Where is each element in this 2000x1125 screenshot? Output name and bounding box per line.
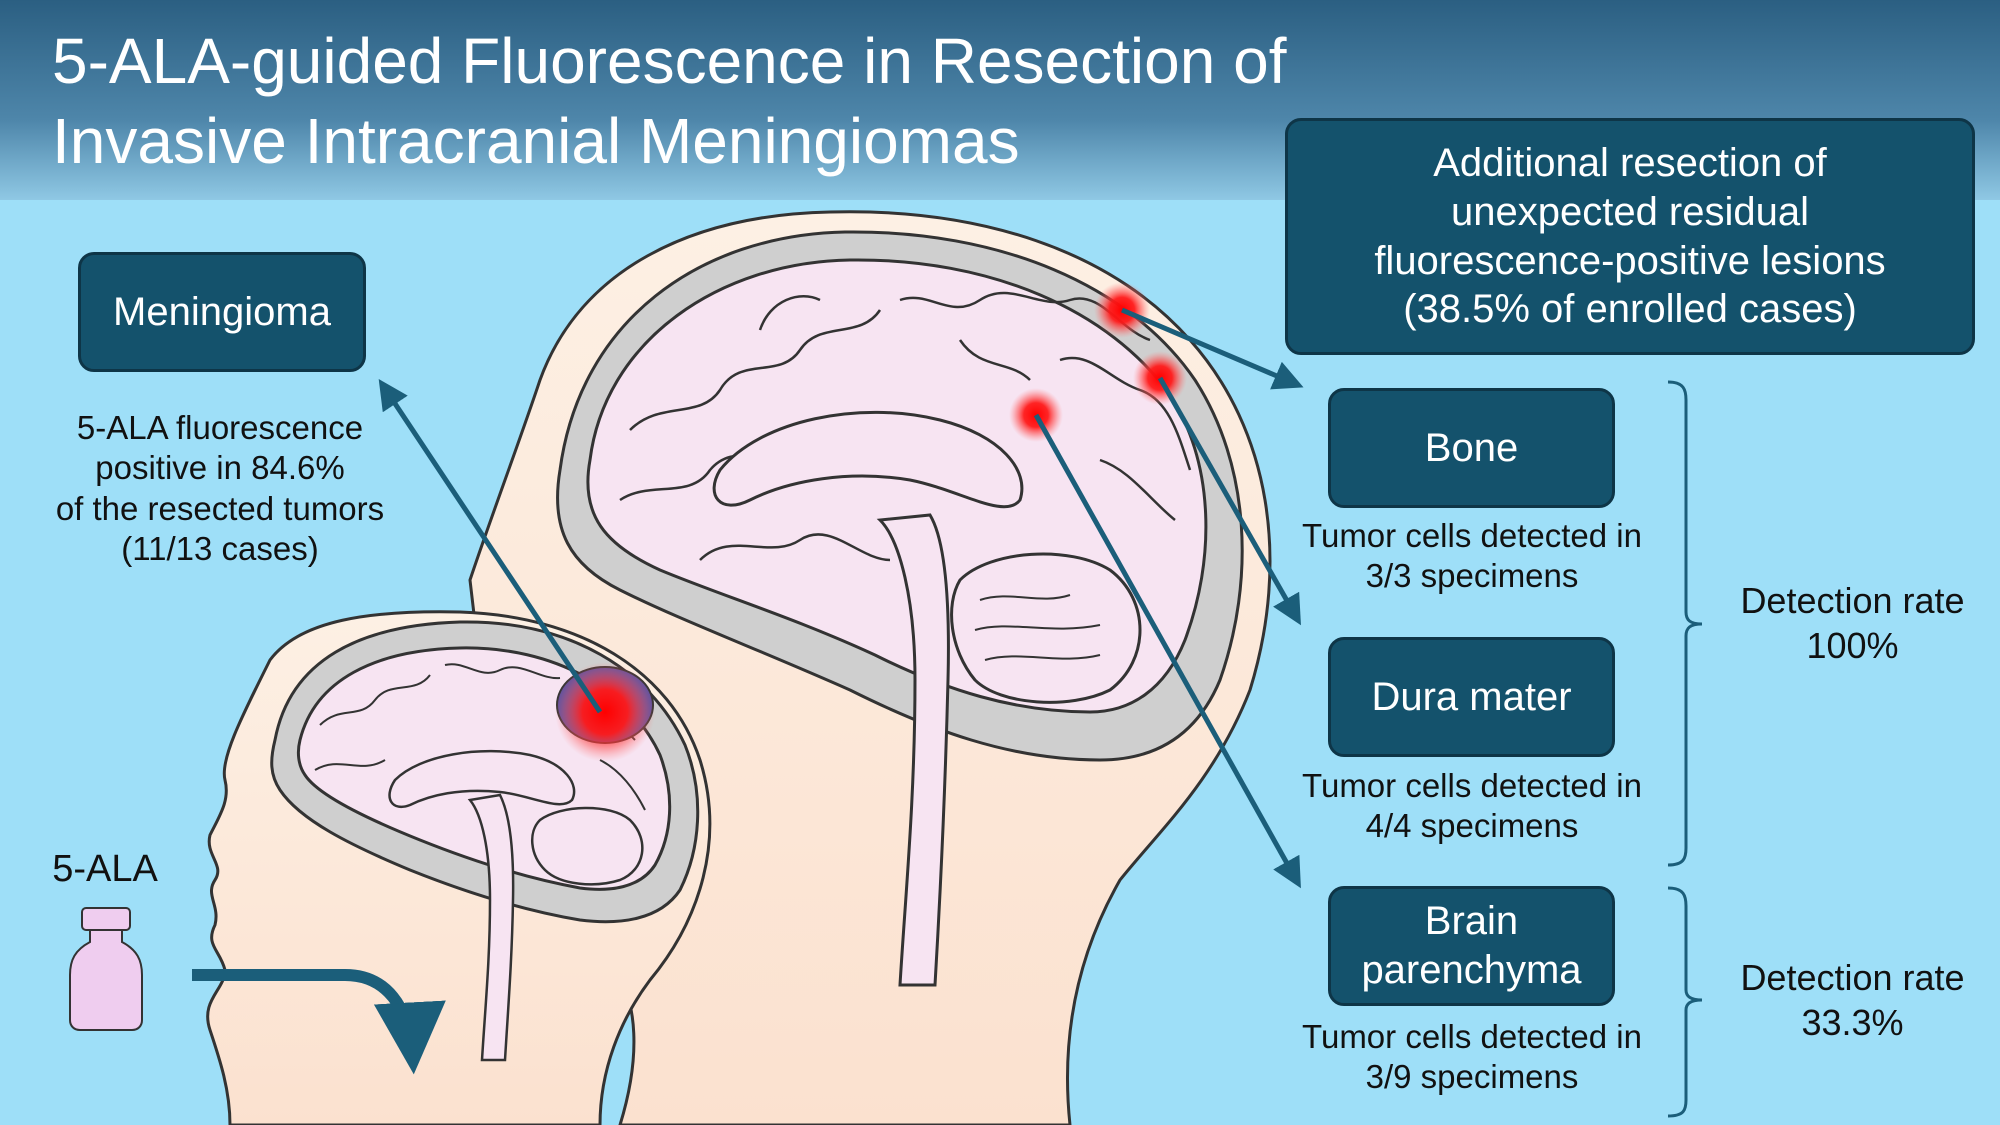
site-detail-bone: Tumor cells detected in 3/3 specimens — [1272, 516, 1672, 597]
large-brainstem — [876, 513, 950, 987]
detection-brackets — [1667, 380, 1703, 1118]
site-box-bone: Bone — [1328, 388, 1615, 508]
site-detail-dura-line-2: 4/4 specimens — [1365, 807, 1579, 845]
arrow-lesion-to-dura — [1157, 376, 1301, 626]
fluorescence-line-1: 5-ALA fluorescence — [76, 409, 364, 446]
small-brainstem — [467, 793, 515, 1062]
site-detail-bone-line-1: Tumor cells detected in — [1302, 517, 1642, 554]
small-cerebellum — [531, 806, 644, 886]
page-title-line-2: Invasive Intracranial Meningiomas — [52, 105, 1020, 177]
fluorescence-result-text: 5-ALA fluorescence positive in 84.6% of … — [20, 408, 420, 569]
additional-line-4: (38.5% of enrolled cases) — [1403, 287, 1857, 332]
detection-rate-upper-line-1: Detection rate — [1740, 580, 1965, 621]
drug-label: 5-ALA — [52, 848, 158, 890]
fluorescence-line-4: (11/13 cases) — [121, 529, 319, 567]
additional-line-3: fluorescence-positive lesions — [1374, 238, 1886, 283]
large-cerebellum-folia — [974, 594, 1101, 661]
large-corpus-callosum — [712, 410, 1024, 509]
additional-resection-box: Additional resection of unexpected resid… — [1285, 118, 1975, 355]
additional-line-1: Additional resection of — [1433, 140, 1827, 185]
fluorescence-line-3: of the resected tumors — [55, 489, 385, 527]
arrow-lesion-to-parenchyma — [1033, 413, 1301, 889]
site-detail-bone-line-2: 3/3 specimens — [1365, 557, 1579, 595]
site-box-brain-parenchyma: Brain parenchyma — [1328, 886, 1615, 1006]
bracket-lower — [1667, 886, 1703, 1118]
meningioma-label: Meningioma — [113, 289, 331, 334]
additional-line-2: unexpected residual — [1450, 189, 1810, 234]
detection-rate-upper-line-2: 100% — [1806, 625, 1899, 666]
tumor-fluorescence-glow — [555, 662, 655, 762]
connector-arrows — [192, 307, 1304, 1075]
detection-rate-upper: Detection rate 100% — [1710, 578, 1995, 668]
site-label-parenchyma-line-1: Brain — [1424, 899, 1519, 944]
large-brain-gyri — [619, 291, 1192, 562]
detection-rate-lower-line-1: Detection rate — [1740, 957, 1965, 998]
vial-icon — [69, 907, 143, 1031]
fluorescence-line-2: positive in 84.6% — [95, 449, 345, 487]
site-detail-parenchyma-line-2: 3/9 specimens — [1365, 1058, 1579, 1096]
curved-arrow-icon — [192, 969, 446, 1075]
detection-rate-lower: Detection rate 33.3% — [1710, 955, 1995, 1045]
site-label-dura-mater: Dura mater — [1371, 674, 1572, 719]
meningioma-label-box: Meningioma — [78, 252, 366, 372]
site-detail-dura-line-1: Tumor cells detected in — [1302, 767, 1642, 804]
site-box-dura-mater: Dura mater — [1328, 637, 1615, 757]
page-title-line-1: 5-ALA-guided Fluorescence in Resection o… — [52, 25, 1287, 97]
site-detail-brain-parenchyma: Tumor cells detected in 3/9 specimens — [1272, 1017, 1672, 1098]
bracket-upper — [1667, 380, 1703, 867]
small-corpus-callosum — [388, 749, 576, 808]
site-detail-parenchyma-line-1: Tumor cells detected in — [1302, 1018, 1642, 1055]
arrow-lesion-to-bone — [1121, 307, 1304, 390]
detection-rate-lower-line-2: 33.3% — [1801, 1002, 1904, 1043]
site-label-bone: Bone — [1424, 425, 1519, 470]
site-label-parenchyma-line-2: parenchyma — [1361, 948, 1582, 992]
site-detail-dura-mater: Tumor cells detected in 4/4 specimens — [1272, 766, 1672, 847]
arrow-tumor-to-meningioma — [378, 379, 603, 714]
title-banner: 5-ALA-guided Fluorescence in Resection o… — [0, 0, 2000, 200]
